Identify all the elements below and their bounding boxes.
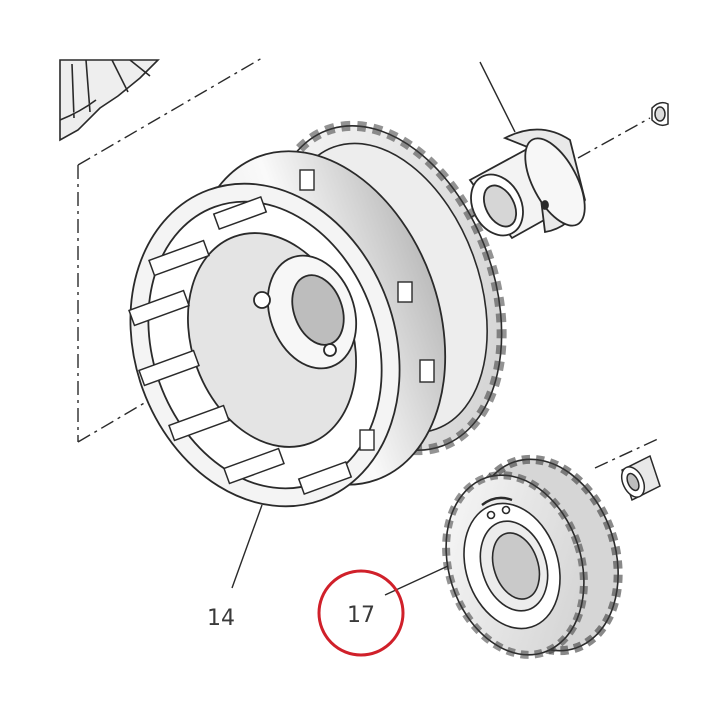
- primary-gear: [442, 454, 623, 659]
- leader-17: [384, 565, 449, 596]
- callout-14: 14: [207, 606, 235, 631]
- upper-left-component: [59, 59, 160, 142]
- clutch-basket: [128, 150, 447, 508]
- callout-17[interactable]: 17: [347, 603, 375, 628]
- bushing-sleeve: [468, 128, 586, 240]
- highlight-circle-17[interactable]: [317, 569, 405, 657]
- needle-bearing: [620, 454, 661, 502]
- nut-part: [651, 101, 669, 127]
- leader-14: [231, 504, 263, 589]
- bushing-leader: [479, 61, 516, 133]
